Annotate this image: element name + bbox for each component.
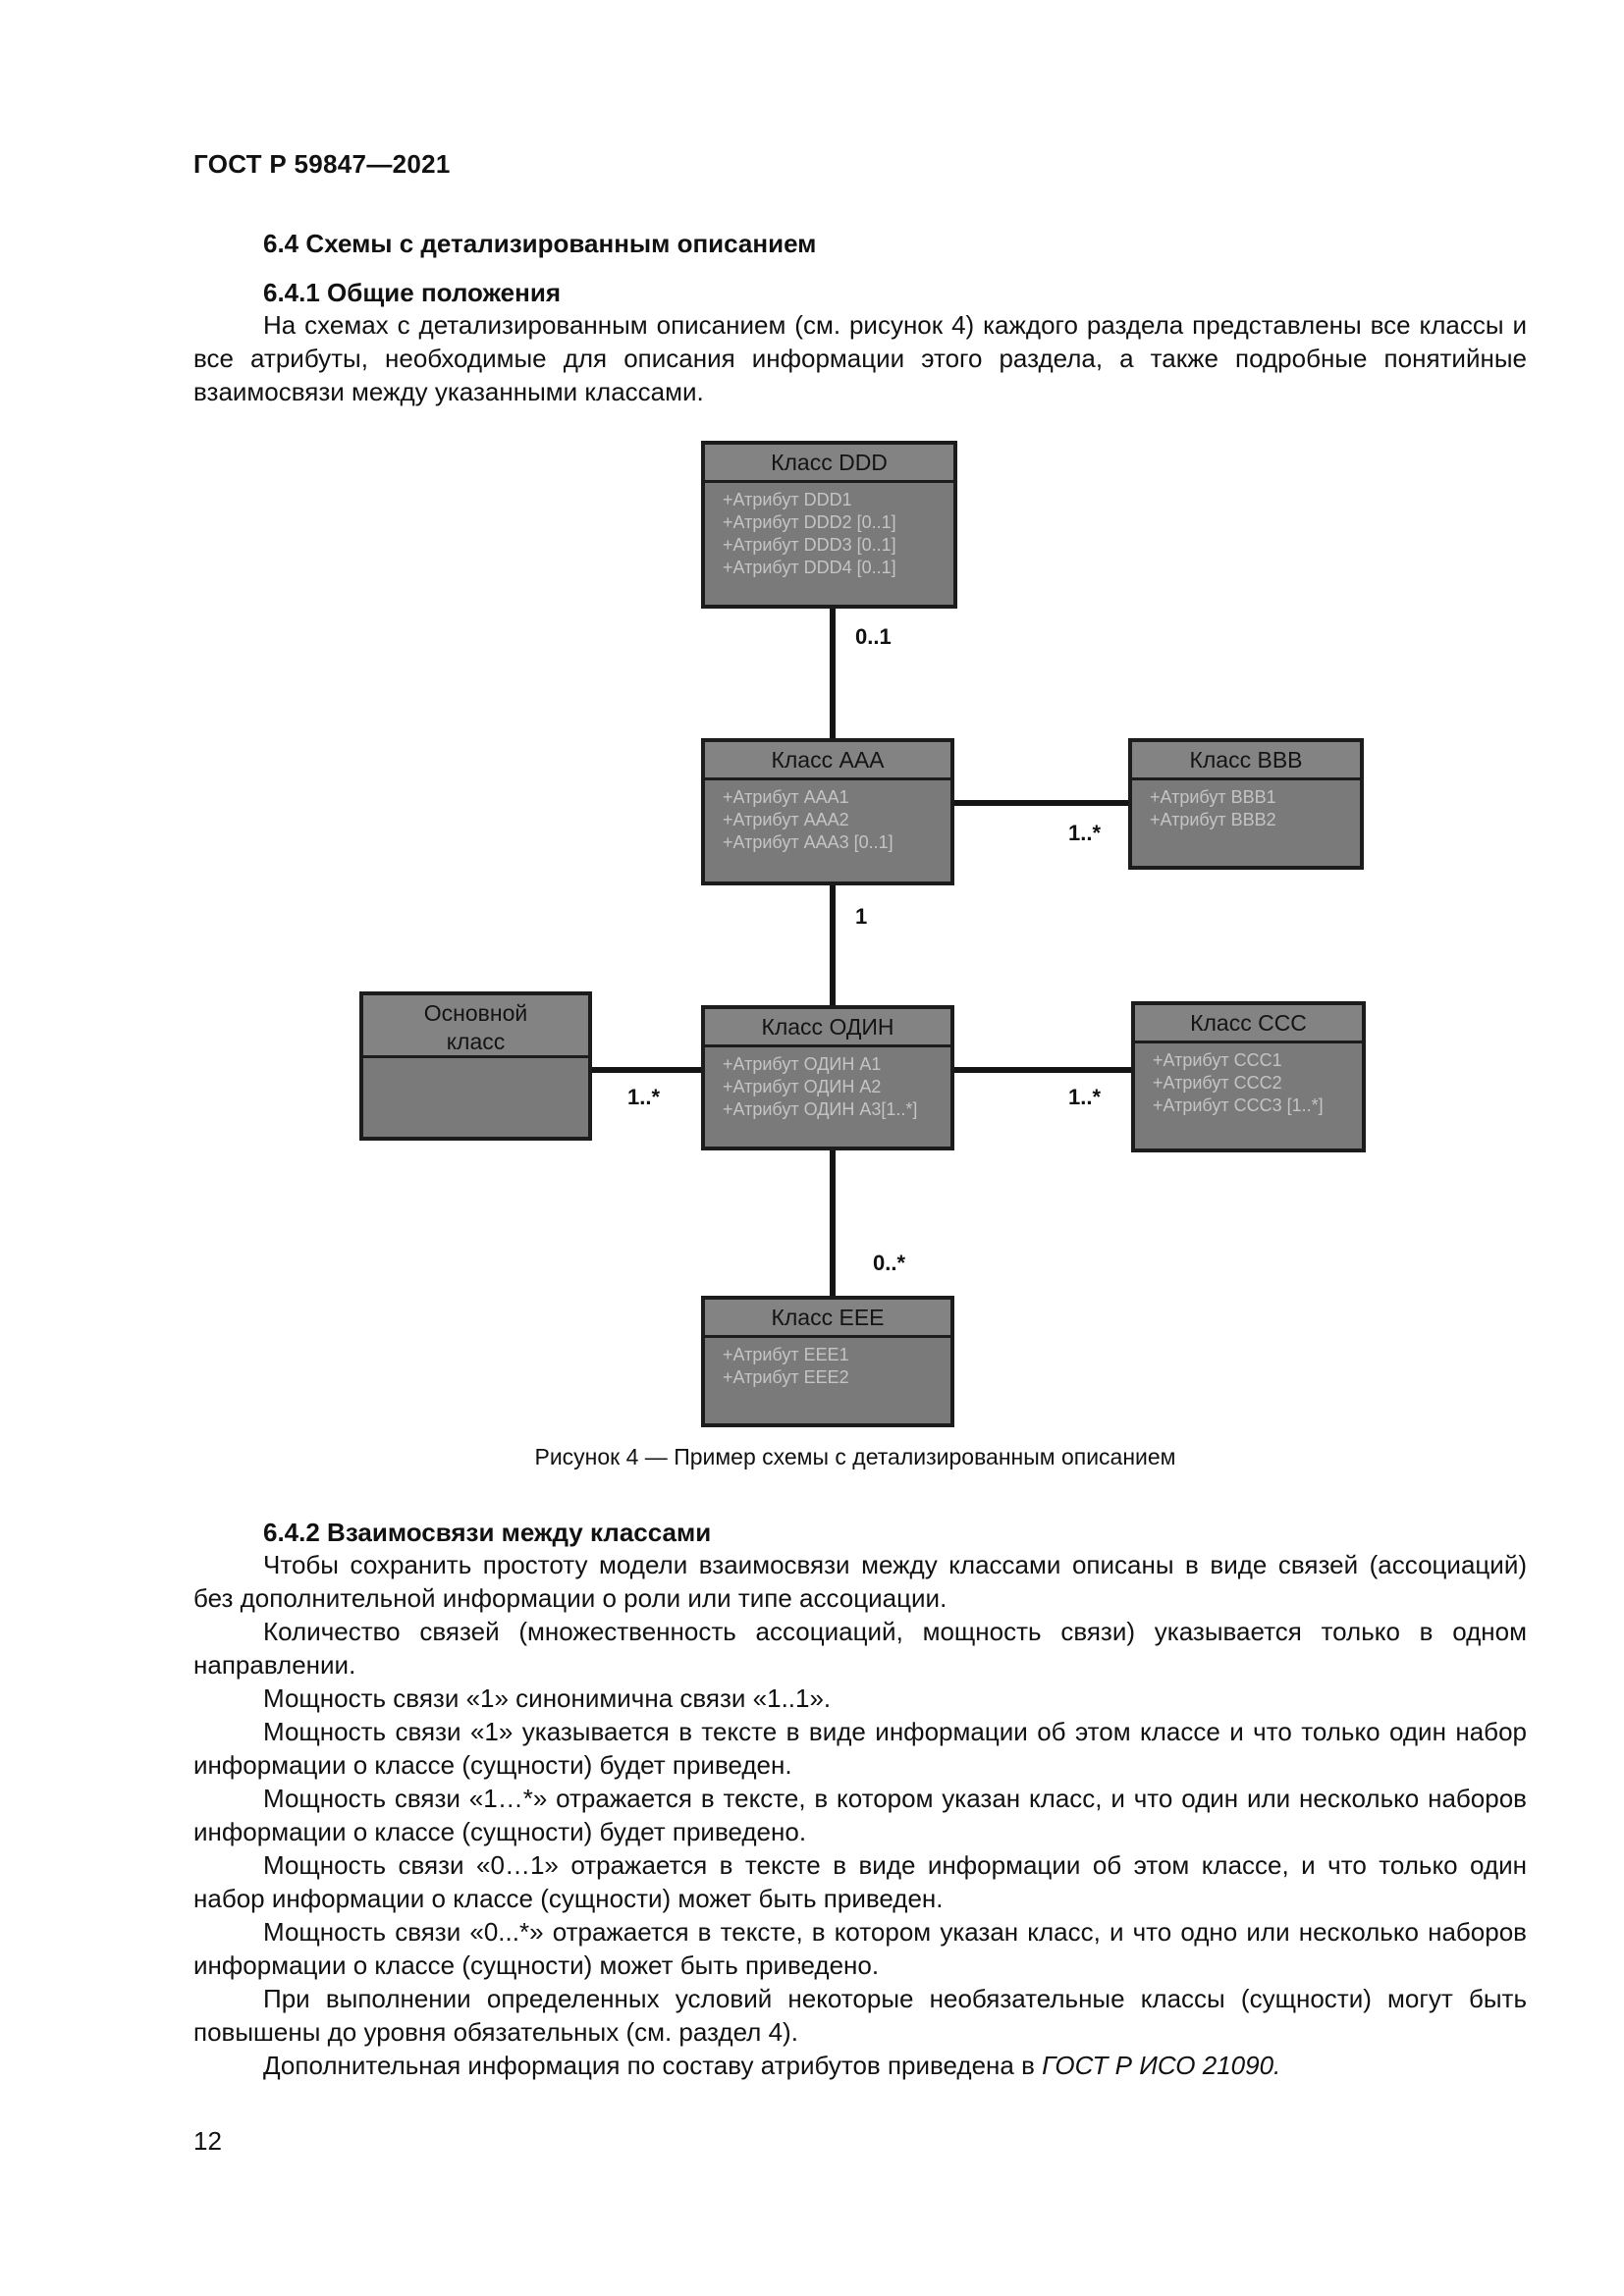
paragraph-relations: Мощность связи «0…1» отражается в тексте… (193, 1850, 1527, 1913)
multiplicity-odin-eee: 0..* (873, 1251, 906, 1275)
figure-caption: Рисунок 4 — Пример схемы с детализирован… (534, 1444, 1176, 1469)
class-title-main: Основной класс (363, 995, 588, 1058)
class-title-bbb: Класс BBB (1132, 742, 1360, 780)
class-title-ddd: Класс DDD (705, 445, 953, 483)
standard-reference: ГОСТ Р ИСО 21090. (1042, 2051, 1281, 2080)
attribute: +Атрибут EEE1 (723, 1345, 849, 1364)
link-ddd-aaa (830, 609, 836, 742)
class-attributes-ddd: +Атрибут DDD1 +Атрибут DDD2 [0..1] +Атри… (705, 483, 953, 579)
class-attributes-odin: +Атрибут ОДИН A1 +Атрибут ОДИН A2 +Атриб… (705, 1047, 950, 1121)
paragraph-relations: Мощность связи «1…*» отражается в тексте… (193, 1784, 1527, 1846)
attribute: +Атрибут ОДИН A3[1..*] (723, 1099, 918, 1119)
class-title-line: класс (446, 1029, 506, 1054)
attribute: +Атрибут DDD1 (723, 490, 852, 509)
multiplicity-main-odin: 1..* (627, 1085, 661, 1109)
class-attributes-ccc: +Атрибут CCC1 +Атрибут CCC2 +Атрибут CCC… (1135, 1043, 1362, 1117)
attribute: +Атрибут EEE2 (723, 1367, 849, 1387)
page-number: 12 (193, 2126, 222, 2156)
class-attributes-bbb: +Атрибут BBB1 +Атрибут BBB2 (1132, 780, 1360, 831)
link-odin-ccc (950, 1067, 1133, 1073)
paragraph-general: На схемах с детализированным описанием (… (193, 310, 1527, 406)
reference-text: Дополнительная информация по составу атр… (263, 2051, 1043, 2080)
section-title: 6.4 Схемы с детализированным описанием (263, 229, 817, 258)
attribute: +Атрибут DDD4 [0..1] (723, 558, 896, 577)
paragraph-relations: Мощность связи «0...*» отражается в текс… (193, 1917, 1527, 1980)
attribute: +Атрибут ОДИН A2 (723, 1077, 882, 1096)
multiplicity-odin-ccc: 1..* (1068, 1085, 1102, 1109)
class-title-ccc: Класс CCC (1135, 1005, 1362, 1043)
link-main-odin (590, 1067, 706, 1073)
attribute: +Атрибут AAA3 [0..1] (723, 832, 893, 852)
class-box-bbb: Класс BBB +Атрибут BBB1 +Атрибут BBB2 (1128, 738, 1364, 870)
class-box-eee: Класс EEE +Атрибут EEE1 +Атрибут EEE2 (701, 1296, 954, 1427)
multiplicity-aaa-odin: 1 (855, 904, 868, 929)
paragraph-reference: Дополнительная информация по составу атр… (193, 2049, 1527, 2082)
multiplicity-aaa-bbb: 1..* (1068, 821, 1102, 845)
paragraph-relations: Мощность связи «1» указывается в тексте … (193, 1717, 1527, 1780)
link-aaa-odin (830, 883, 836, 1007)
attribute: +Атрибут ОДИН A1 (723, 1054, 882, 1074)
link-aaa-bbb (950, 800, 1130, 806)
paragraph-relations: Количество связей (множественность ассоц… (193, 1617, 1527, 1680)
attribute: +Атрибут AAA1 (723, 787, 849, 807)
attribute: +Атрибут BBB2 (1150, 810, 1276, 829)
class-title-odin: Класс ОДИН (705, 1009, 950, 1047)
subsection-title-general: 6.4.1 Общие положения (263, 278, 561, 307)
attribute: +Атрибут AAA2 (723, 810, 849, 829)
document-header: ГОСТ Р 59847—2021 (193, 149, 451, 179)
class-title-aaa: Класс AAA (705, 742, 950, 780)
multiplicity-ddd-aaa: 0..1 (855, 624, 892, 649)
class-box-odin: Класс ОДИН +Атрибут ОДИН A1 +Атрибут ОДИ… (701, 1005, 954, 1150)
class-box-aaa: Класс AAA +Атрибут AAA1 +Атрибут AAA2 +А… (701, 738, 954, 885)
class-title-eee: Класс EEE (705, 1300, 950, 1338)
subsection-title-relations: 6.4.2 Взаимосвязи между классами (263, 1518, 712, 1547)
attribute: +Атрибут DDD2 [0..1] (723, 512, 896, 532)
paragraph-relations: Мощность связи «1» синонимична связи «1.… (263, 1683, 832, 1713)
class-box-main: Основной класс (359, 991, 592, 1141)
attribute: +Атрибут BBB1 (1150, 787, 1276, 807)
attribute: +Атрибут DDD3 [0..1] (723, 535, 896, 555)
attribute: +Атрибут CCC1 (1153, 1050, 1282, 1070)
attribute: +Атрибут CCC3 [1..*] (1153, 1095, 1324, 1115)
class-attributes-eee: +Атрибут EEE1 +Атрибут EEE2 (705, 1338, 950, 1389)
link-odin-eee (830, 1150, 836, 1300)
paragraph-relations: Чтобы сохранить простоту модели взаимосв… (193, 1550, 1527, 1613)
class-box-ccc: Класс CCC +Атрибут CCC1 +Атрибут CCC2 +А… (1131, 1001, 1366, 1152)
class-box-ddd: Класс DDD +Атрибут DDD1 +Атрибут DDD2 [0… (701, 441, 957, 609)
class-title-line: Основной (423, 1000, 528, 1026)
paragraph-relations: При выполнении определенных условий неко… (193, 1984, 1527, 2047)
class-attributes-aaa: +Атрибут AAA1 +Атрибут AAA2 +Атрибут AAA… (705, 780, 950, 854)
attribute: +Атрибут CCC2 (1153, 1073, 1282, 1093)
